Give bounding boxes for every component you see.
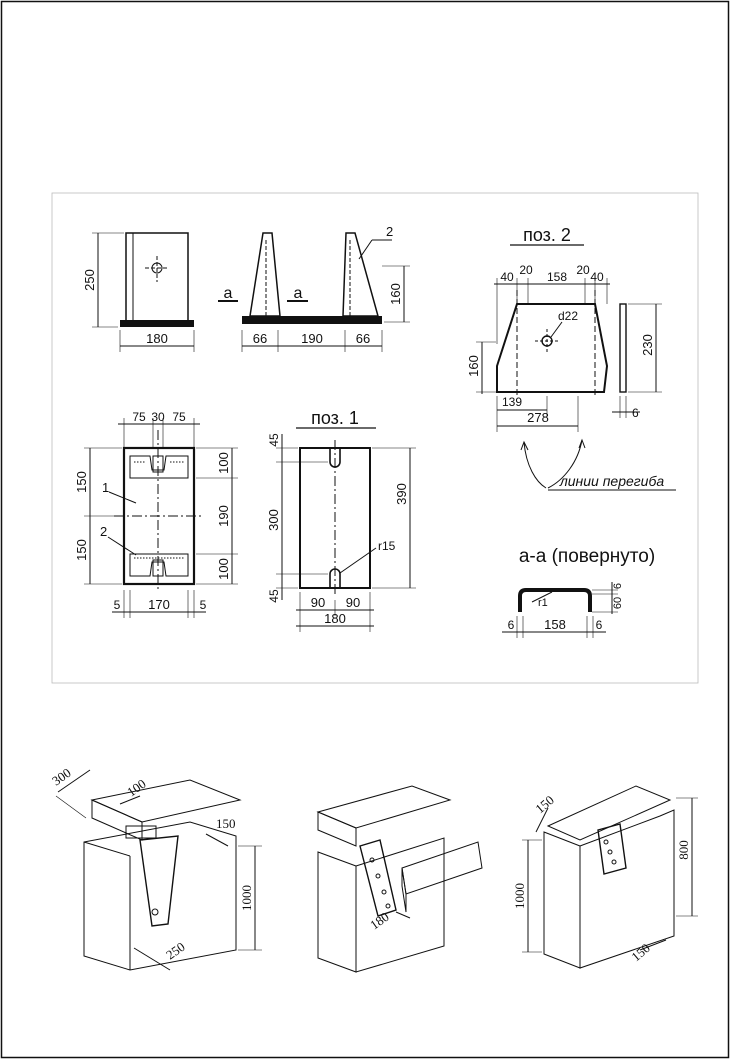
radius-15: r15 — [378, 539, 396, 553]
plan-view: 75 30 75 150 150 1 2 100 190 100 — [74, 410, 238, 618]
dim-180: 180 — [146, 331, 168, 346]
pos2-title: поз. 2 — [523, 225, 571, 245]
dim-6b: 6 — [596, 618, 603, 632]
section-aa: а-а (повернуто) r1 6 60 6 158 6 — [502, 546, 655, 638]
dim-20b: 20 — [576, 263, 590, 277]
dim-190: 190 — [301, 331, 323, 346]
dim-150iso-c: 150 — [628, 940, 653, 964]
dim-75b: 75 — [172, 410, 186, 424]
dim-300: 300 — [266, 509, 281, 531]
pos1-title: поз. 1 — [311, 408, 359, 428]
dim-75a: 75 — [132, 410, 146, 424]
hole-d22: d22 — [558, 309, 578, 323]
dim-100a: 100 — [216, 452, 231, 474]
dim-250iso: 250 — [163, 939, 188, 962]
dim-230: 230 — [640, 334, 655, 356]
dim-150iso-b: 150 — [532, 792, 557, 816]
dim-278: 278 — [527, 410, 549, 425]
dim-160: 160 — [388, 283, 403, 305]
iso-view-2: 180 — [316, 785, 483, 973]
dim-139: 139 — [502, 395, 522, 409]
iso-view-3: 150 1000 800 150 — [512, 785, 698, 969]
dim-150b: 150 — [74, 539, 89, 561]
dim-20a: 20 — [519, 263, 533, 277]
side-view: a a 2 160 66 190 66 — [218, 224, 410, 352]
dim-100iso: 100 — [124, 776, 149, 799]
dim-1000iso-b: 1000 — [512, 883, 527, 909]
upper-panel: 250 180 a a 2 160 — [74, 224, 676, 638]
dim-300iso: 300 — [49, 765, 74, 788]
pos1-view: поз. 1 45 300 45 390 r15 — [266, 408, 416, 632]
dim-66a: 66 — [253, 331, 267, 346]
callout-2b: 2 — [100, 524, 107, 539]
dim-190v: 190 — [216, 505, 231, 527]
dim-6c: 6 — [612, 583, 624, 589]
dim-40a: 40 — [500, 270, 514, 284]
callout-2: 2 — [386, 224, 393, 239]
dim-800iso: 800 — [676, 840, 691, 860]
section-title: а-а (повернуто) — [519, 546, 655, 567]
dim-5b: 5 — [200, 598, 207, 612]
section-mark-a2: a — [294, 285, 303, 302]
iso-view-1: 300 100 150 1000 250 — [49, 765, 262, 971]
pos2-view: поз. 2 40 20 158 20 40 d22 — [466, 225, 676, 491]
bend-lines-label: линии перегиба — [559, 473, 664, 489]
lower-panel: 300 100 150 1000 250 180 — [49, 765, 698, 973]
dim-170: 170 — [148, 597, 170, 612]
dim-45b: 45 — [267, 589, 281, 603]
radius-1: r1 — [538, 597, 548, 609]
dim-180b: 180 — [324, 611, 346, 626]
dim-90b: 90 — [346, 595, 360, 610]
dim-60: 60 — [612, 597, 624, 609]
dim-250: 250 — [82, 269, 97, 291]
dim-90a: 90 — [311, 595, 325, 610]
dim-6side: 6 — [632, 406, 639, 420]
dim-160b: 160 — [466, 355, 481, 377]
dim-100b: 100 — [216, 558, 231, 580]
dim-158: 158 — [547, 270, 567, 284]
dim-45a: 45 — [267, 433, 281, 447]
front-view: 250 180 — [82, 232, 195, 352]
callout-1: 1 — [102, 480, 109, 495]
dim-150iso: 150 — [216, 816, 236, 831]
dim-158b: 158 — [544, 617, 566, 632]
dim-30: 30 — [151, 410, 165, 424]
dim-40b: 40 — [590, 270, 604, 284]
dim-5a: 5 — [114, 598, 121, 612]
dim-150a: 150 — [74, 471, 89, 493]
dim-1000iso: 1000 — [239, 885, 254, 911]
section-mark-a1: a — [224, 285, 233, 302]
dim-66b: 66 — [356, 331, 370, 346]
dim-390: 390 — [394, 483, 409, 505]
upper-panel-border — [51, 192, 699, 684]
dim-6a: 6 — [508, 618, 515, 632]
